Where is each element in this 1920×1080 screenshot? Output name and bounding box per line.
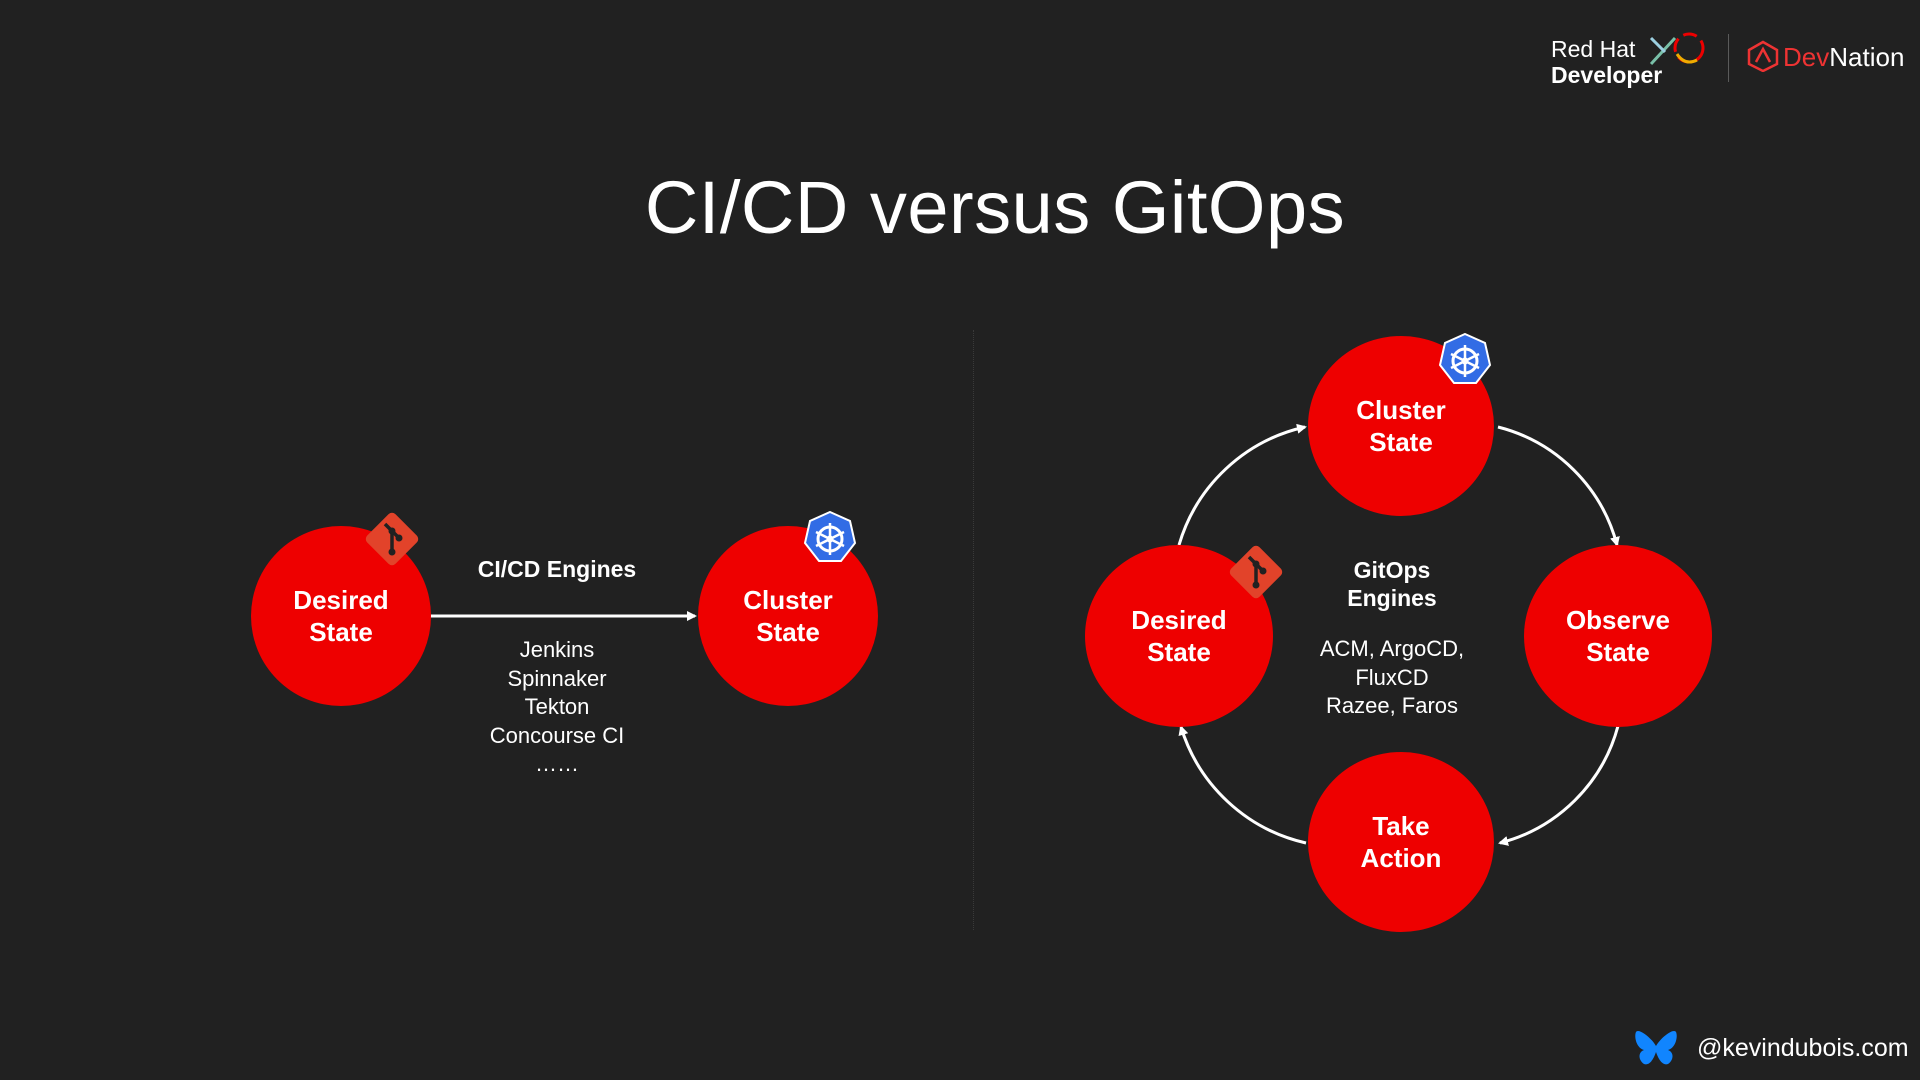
devnation-dev: Dev	[1783, 42, 1830, 72]
gitops-arrow-observe-to-action	[1498, 725, 1620, 846]
gitops-arrow-desired-to-cluster	[1177, 423, 1307, 546]
redhat-logo-line2: Developer	[1551, 62, 1663, 88]
gitops-arrow-action-to-desired	[1178, 725, 1307, 845]
gitops-engines-title: GitOps Engines	[1347, 557, 1437, 611]
cicd-cluster-state-node: Cluster State	[698, 526, 878, 706]
social-handle: @kevindubois.com	[1697, 1034, 1909, 1062]
cicd-engines-list: Jenkins Spinnaker Tekton Concourse CI ……	[489, 637, 625, 776]
page-title: CI/CD versus GitOps	[644, 166, 1346, 249]
butterfly-icon	[1635, 1030, 1677, 1065]
gitops-arrow-cluster-to-observe	[1497, 425, 1620, 547]
brand-separator	[1728, 34, 1729, 82]
gitops-take-action-node: Take Action	[1308, 752, 1494, 932]
gitops-observe-state-node: Observe State	[1524, 545, 1712, 727]
kubernetes-icon	[1438, 333, 1492, 384]
gitops-engines-list: ACM, ArgoCD, FluxCD Razee, Faros	[1319, 636, 1465, 718]
cicd-engines-title: CI/CD Engines	[477, 556, 637, 582]
git-icon	[1229, 545, 1283, 599]
section-divider	[973, 330, 974, 930]
redhat-logo-line1: Red Hat	[1551, 36, 1636, 62]
redhat-developer-logo: Red Hat Developer	[1551, 36, 1662, 88]
devnation-icon	[1747, 40, 1779, 72]
devnation-nation: Nation	[1829, 42, 1905, 72]
gitops-cluster-state-node: Cluster State	[1308, 336, 1494, 516]
git-icon	[365, 512, 419, 566]
devnation-logo: DevNation	[1783, 42, 1904, 73]
kubernetes-icon	[803, 511, 857, 562]
redhat-infinity-icon	[1649, 32, 1705, 66]
